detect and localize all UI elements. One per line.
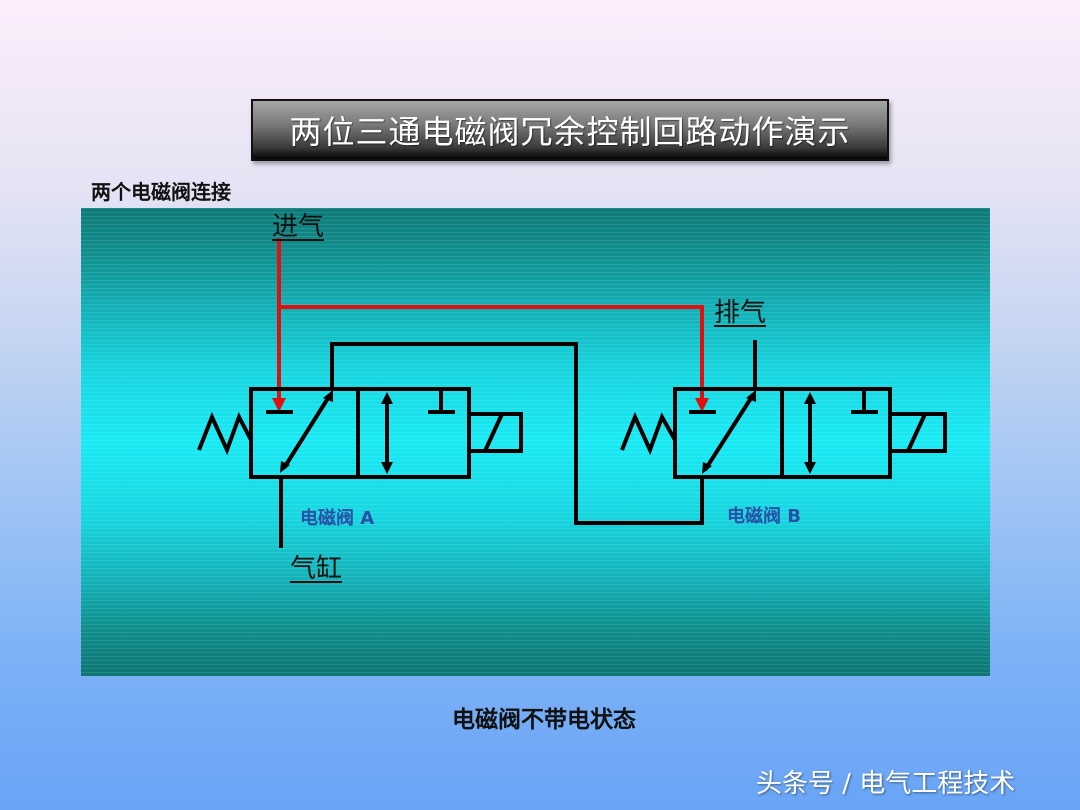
cylinder-label: 气缸 xyxy=(290,554,343,584)
valve-b xyxy=(620,340,947,479)
diagram-panel xyxy=(81,208,990,676)
pipe-a-to-b xyxy=(330,342,704,525)
spring-icon xyxy=(197,411,253,456)
inlet-air-flow xyxy=(277,238,704,400)
state-caption: 电磁阀不带电状态 xyxy=(452,707,636,733)
valve-b-label: 电磁阀 B xyxy=(727,506,801,527)
subtitle: 两个电磁阀连接 xyxy=(91,180,231,204)
watermark: 头条号 / 电气工程技术 xyxy=(756,769,1016,799)
title-box: 两位三通电磁阀冗余控制回路动作演示 xyxy=(251,99,889,161)
valve-a-label: 电磁阀 A xyxy=(300,508,375,529)
spring-icon xyxy=(620,411,677,456)
valve-b-arrowheads xyxy=(702,390,816,474)
slide-title: 两位三通电磁阀冗余控制回路动作演示 xyxy=(289,113,851,151)
red-arrowhead-b xyxy=(695,398,709,412)
red-arrowhead-a xyxy=(272,398,286,412)
valve-a-arrowheads xyxy=(280,390,393,474)
valve-a xyxy=(197,387,523,548)
inlet-label: 进气 xyxy=(272,212,325,242)
exhaust-label: 排气 xyxy=(714,298,767,328)
